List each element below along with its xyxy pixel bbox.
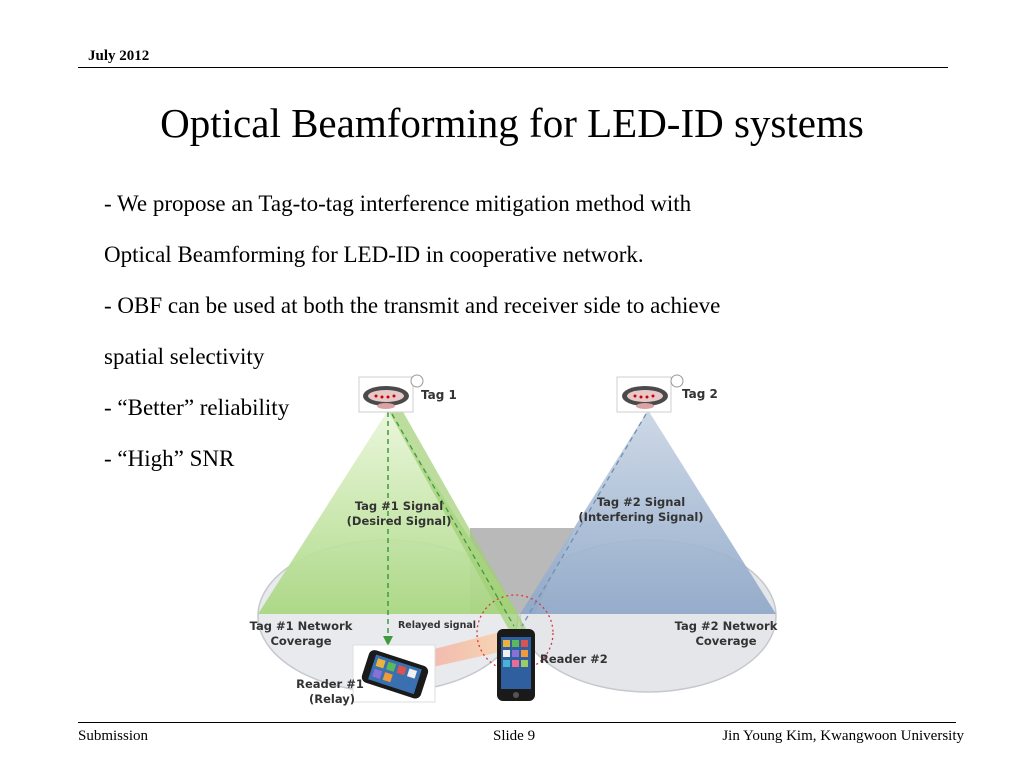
bullet-line: - We propose an Tag-to-tag interference … xyxy=(104,191,692,216)
footer-slide-number: Slide 9 xyxy=(493,728,536,744)
tag1-label: Tag 1 xyxy=(421,388,457,402)
footer-author: Jin Young Kim, Kwangwoon University xyxy=(722,728,964,744)
tag2-signal-label: Tag #2 Signal xyxy=(597,495,685,509)
reader1-sublabel: (Relay) xyxy=(309,692,355,706)
header-date: July 2012 xyxy=(88,48,150,64)
bullet-list: - We propose an Tag-to-tag interference … xyxy=(104,178,924,484)
reader2-phone-icon xyxy=(497,629,535,701)
footer-rule xyxy=(78,722,956,723)
relayed-signal-label: Relayed signal xyxy=(398,620,476,631)
reader1-phone-icon xyxy=(352,644,436,703)
bullet-line: - “High” SNR xyxy=(104,446,235,471)
reader2-label: Reader #2 xyxy=(540,652,608,666)
tag1-signal-sublabel: (Desired Signal) xyxy=(347,514,452,528)
bullet-line: spatial selectivity xyxy=(104,344,265,369)
tag2-led-device xyxy=(616,374,684,413)
bullet-line: - “Better” reliability xyxy=(104,395,290,420)
footer-submission: Submission xyxy=(78,728,149,744)
bullet-line: Optical Beamforming for LED-ID in cooper… xyxy=(104,242,644,267)
tag2-coverage-sublabel: Coverage xyxy=(695,634,756,648)
tag1-to-reader2-line xyxy=(391,413,515,627)
arrowhead-reader1 xyxy=(383,636,393,646)
tag2-to-reader2-line xyxy=(521,413,647,627)
bullet-line: - OBF can be used at both the transmit a… xyxy=(104,293,721,318)
header-rule xyxy=(78,67,948,68)
tag2-label: Tag 2 xyxy=(682,387,718,401)
reader1-label: Reader #1 xyxy=(296,677,364,691)
tag1-coverage-label: Tag #1 Network xyxy=(250,619,353,633)
reader2-highlight-circle xyxy=(476,594,554,672)
slide-title: Optical Beamforming for LED-ID systems xyxy=(160,100,864,146)
tag1-led-device xyxy=(358,374,424,413)
tag2-coverage-label: Tag #2 Network xyxy=(675,619,778,633)
tag2-signal-sublabel: (Interfering Signal) xyxy=(578,510,703,524)
tag1-signal-label: Tag #1 Signal xyxy=(355,499,443,513)
tag1-beam-to-reader2 xyxy=(388,410,528,632)
tag2-beam xyxy=(520,410,776,614)
tag1-coverage-sublabel: Coverage xyxy=(270,634,331,648)
